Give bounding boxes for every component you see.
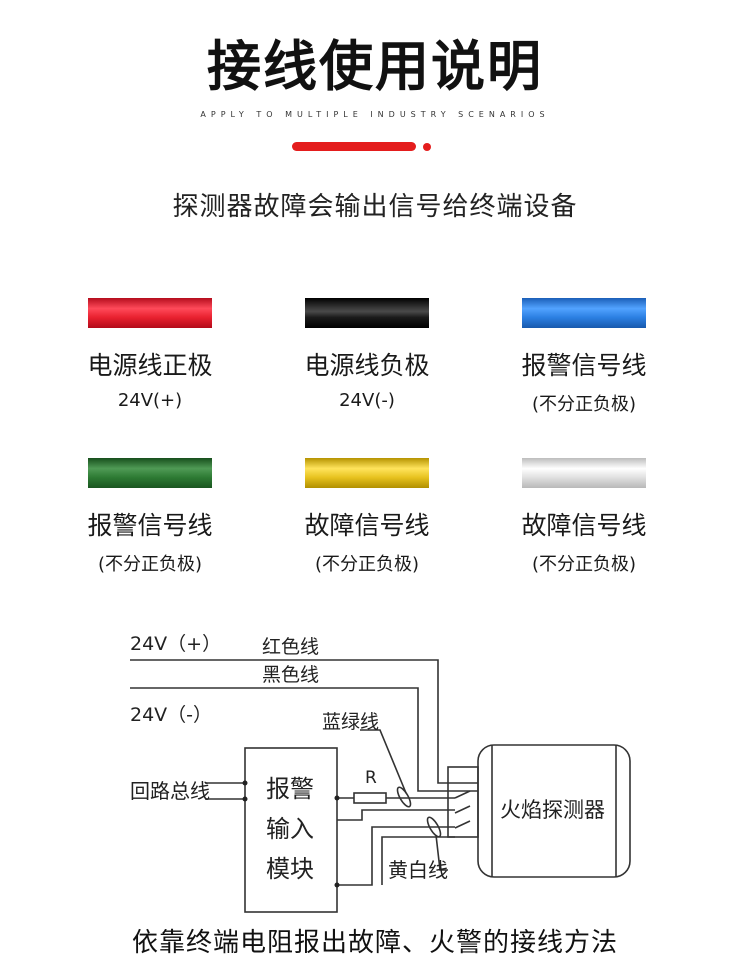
module-label-line2: 输入	[266, 815, 314, 843]
fault-signal-line-return	[381, 836, 455, 885]
switch-contact	[454, 790, 471, 799]
diagram-caption: 依靠终端电阻报出故障、火警的接线方法	[131, 928, 618, 958]
switch-contact	[454, 805, 471, 814]
wire-power-positive: 电源线正极 24V(+)	[87, 298, 213, 420]
wire-label: 故障信号线	[304, 511, 430, 540]
resistor-symbol	[353, 792, 387, 804]
alarm-input-module-box	[244, 747, 338, 913]
page-subtitle: APPLY TO MULTIPLE INDUSTRY SCENARIOS	[200, 110, 550, 119]
green-wire-swatch	[88, 458, 212, 488]
white-wire-swatch	[522, 458, 646, 488]
intro-text: 探测器故障会输出信号给终端设备	[172, 192, 578, 222]
blue-wire-swatch	[522, 298, 646, 328]
fault-signal-line	[337, 826, 455, 886]
alarm-signal-line	[337, 809, 455, 821]
wire-label: 电源线负极	[304, 351, 430, 380]
terminal-dot	[334, 882, 340, 888]
flame-detector-label: 火焰探测器	[500, 798, 605, 822]
wire-alarm-green: 报警信号线 (不分正负极)	[87, 458, 213, 580]
wire-note: 24V(-)	[339, 390, 395, 411]
wire-note: (不分正负极)	[531, 394, 637, 415]
positive-voltage-label: 24V（+）	[130, 633, 221, 655]
module-label-line3: 模块	[266, 855, 314, 883]
blue-green-leader	[360, 729, 407, 794]
blue-green-wire-label: 蓝绿线	[322, 711, 379, 733]
terminal-dot	[334, 795, 340, 801]
red-wire-label: 红色线	[262, 636, 319, 658]
red-wire-swatch	[88, 298, 212, 328]
wire-note: 24V(+)	[117, 390, 183, 411]
accent-dot	[423, 143, 431, 151]
module-label-line1: 报警	[266, 775, 314, 803]
flame-detector-body	[477, 744, 631, 878]
yellow-white-wire-label: 黄白线	[388, 858, 448, 882]
blue-green-callout	[396, 786, 412, 808]
wire-label: 报警信号线	[87, 511, 213, 540]
wire-note: (不分正负极)	[97, 554, 203, 575]
wire-label: 报警信号线	[521, 351, 647, 380]
positive-supply-line	[130, 659, 478, 784]
yellow-wire-swatch	[305, 458, 429, 488]
accent-bar	[292, 142, 416, 151]
negative-voltage-label: 24V（-）	[130, 704, 212, 726]
terminal-dot	[242, 796, 248, 802]
wire-label: 故障信号线	[521, 511, 647, 540]
black-wire-label: 黑色线	[262, 664, 319, 686]
loop-bus-label: 回路总线	[130, 779, 210, 803]
resistor-label: R	[365, 768, 377, 788]
yellow-white-callout	[426, 816, 442, 838]
wire-fault-yellow: 故障信号线 (不分正负极)	[304, 458, 430, 580]
wiring-diagram: 24V（+） 红色线 黑色线 24V（-） 蓝绿线 回路总线 R 报警 输入 模…	[130, 633, 631, 913]
wire-note: (不分正负极)	[531, 554, 637, 575]
wire-note: (不分正负极)	[314, 554, 420, 575]
wire-label: 电源线正极	[87, 351, 213, 380]
yellow-white-leader	[435, 834, 448, 871]
wire-alarm-blue: 报警信号线 (不分正负极)	[521, 298, 647, 420]
terminal-dot	[242, 780, 248, 786]
wire-fault-white: 故障信号线 (不分正负极)	[521, 458, 647, 580]
switch-contact	[454, 820, 471, 829]
black-wire-swatch	[305, 298, 429, 328]
wire-power-negative: 电源线负极 24V(-)	[304, 298, 430, 420]
page-title: 接线使用说明	[207, 35, 543, 98]
